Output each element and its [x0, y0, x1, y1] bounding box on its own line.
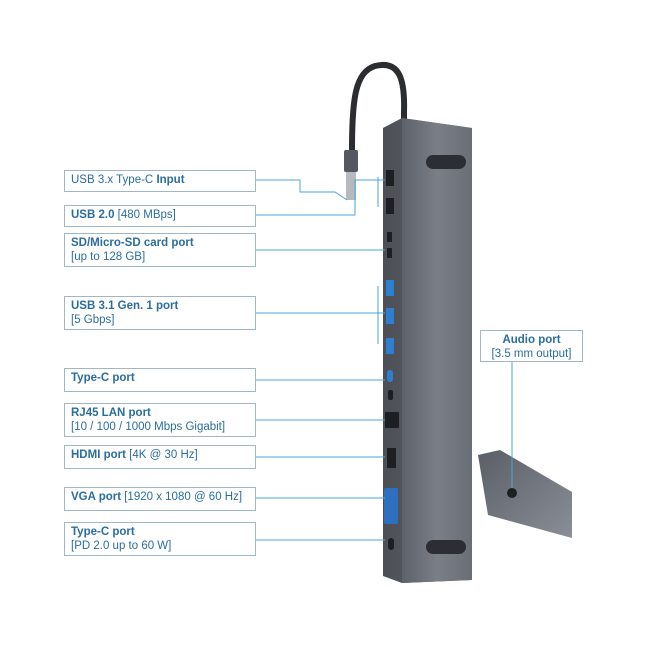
rj45-port	[385, 412, 399, 428]
rubber-foot-bottom	[426, 540, 466, 554]
audio-jack	[507, 488, 517, 498]
label-rj45: RJ45 LAN port [10 / 100 / 1000 Mbps Giga…	[64, 403, 256, 437]
label-type-c: Type-C port	[64, 368, 256, 392]
microsd-slot	[387, 248, 392, 258]
label-type-c-pd: Type-C port [PD 2.0 up to 60 W]	[64, 522, 256, 556]
hdmi-port	[387, 448, 396, 468]
label-vga: VGA port [1920 x 1080 @ 60 Hz]	[64, 487, 256, 511]
label-usb-c-input: USB 3.x Type-C Input	[64, 170, 256, 192]
label-usb-2: USB 2.0 [480 MBps]	[64, 205, 256, 227]
vga-port	[384, 488, 398, 524]
usb2-port-2	[386, 198, 394, 214]
audio-zoom-inset	[478, 450, 572, 538]
usb-c-connector	[346, 172, 356, 200]
label-audio: Audio port [3.5 mm output]	[480, 330, 583, 362]
label-hdmi: HDMI port [4K @ 30 Hz]	[64, 445, 256, 469]
usb2-port-1	[386, 170, 394, 186]
cable-plug-housing	[344, 150, 358, 172]
usb-cable	[349, 61, 408, 153]
connector-lines	[256, 177, 513, 541]
rubber-foot-top	[426, 155, 466, 169]
sd-slot	[387, 232, 392, 242]
type-c-port	[387, 370, 393, 382]
label-usb-31: USB 3.1 Gen. 1 port [5 Gbps]	[64, 296, 256, 330]
type-c-pd-port	[388, 538, 394, 550]
usb31-port-3	[386, 338, 394, 354]
usb31-port-1	[386, 280, 394, 296]
usb31-port-2	[386, 308, 394, 324]
label-sd-card: SD/Micro-SD card port [up to 128 GB]	[64, 233, 256, 267]
hub-body	[402, 118, 472, 583]
type-c-port-2	[388, 390, 393, 400]
